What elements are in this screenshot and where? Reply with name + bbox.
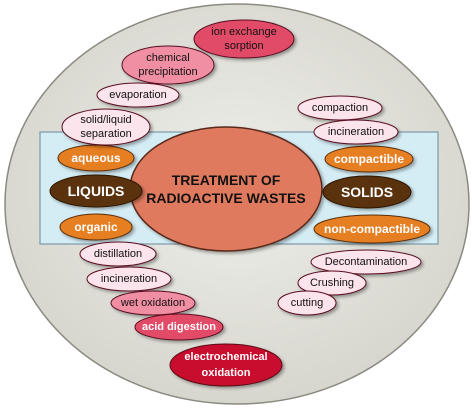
compaction-label: compaction	[312, 102, 368, 114]
solid-liquid-separation-ellipse	[61, 108, 151, 146]
solids-label: SOLIDS	[341, 184, 393, 200]
crushing-ellipse	[297, 270, 367, 296]
solid-liquid-line1: solid/liquid	[80, 114, 131, 126]
non-compactible-ellipse	[313, 214, 431, 244]
center-title-line1: TREATMENT OF	[172, 172, 281, 188]
incineration-right-ellipse	[313, 119, 399, 145]
solids-ellipse	[322, 175, 412, 209]
evaporation-label: evaporation	[109, 89, 167, 101]
evaporation-ellipse	[96, 82, 180, 108]
wet-oxidation-label: wet oxidation	[120, 297, 185, 309]
electrochemical-line2: oxidation	[202, 367, 251, 379]
organic-label: organic	[74, 220, 118, 234]
liquids-label: LIQUIDS	[68, 183, 125, 199]
distillation-ellipse	[79, 241, 157, 267]
acid-digestion-label: acid digestion	[142, 321, 216, 333]
decontamination-label: Decontamination	[325, 256, 408, 268]
compactible-label: compactible	[334, 152, 404, 166]
incineration-right-label: incineration	[328, 126, 384, 138]
electrochemical-line1: electrochemical	[184, 351, 267, 363]
distillation-label: distillation	[94, 248, 142, 260]
center-ellipse	[129, 126, 323, 252]
incineration-left-label: incineration	[101, 273, 157, 285]
liquids-ellipse	[49, 174, 143, 208]
decontamination-ellipse	[310, 249, 422, 275]
non-compactible-label: non-compactible	[324, 222, 420, 236]
crushing-label: Crushing	[310, 277, 354, 289]
ion-exchange-line1: ion exchange	[211, 26, 276, 38]
ion-exchange-ellipse	[193, 19, 295, 59]
organic-ellipse	[59, 213, 133, 241]
cutting-label: cutting	[291, 297, 323, 309]
electrochemical-oxidation-ellipse	[169, 343, 283, 387]
chemical-precipitation-ellipse	[121, 45, 215, 85]
compaction-ellipse	[297, 95, 383, 121]
solid-liquid-line2: separation	[80, 128, 131, 140]
aqueous-label: aqueous	[71, 151, 121, 165]
chemical-precipitation-line1: chemical	[146, 52, 189, 64]
incineration-left-ellipse	[86, 266, 172, 292]
ion-exchange-line2: sorption	[224, 40, 263, 52]
chemical-precipitation-line2: precipitation	[138, 66, 197, 78]
center-title-line2: RADIOACTIVE WASTES	[146, 190, 305, 206]
wet-oxidation-ellipse	[110, 290, 196, 316]
acid-digestion-ellipse	[134, 313, 224, 341]
cutting-ellipse	[277, 290, 337, 316]
compactible-ellipse	[324, 145, 414, 173]
